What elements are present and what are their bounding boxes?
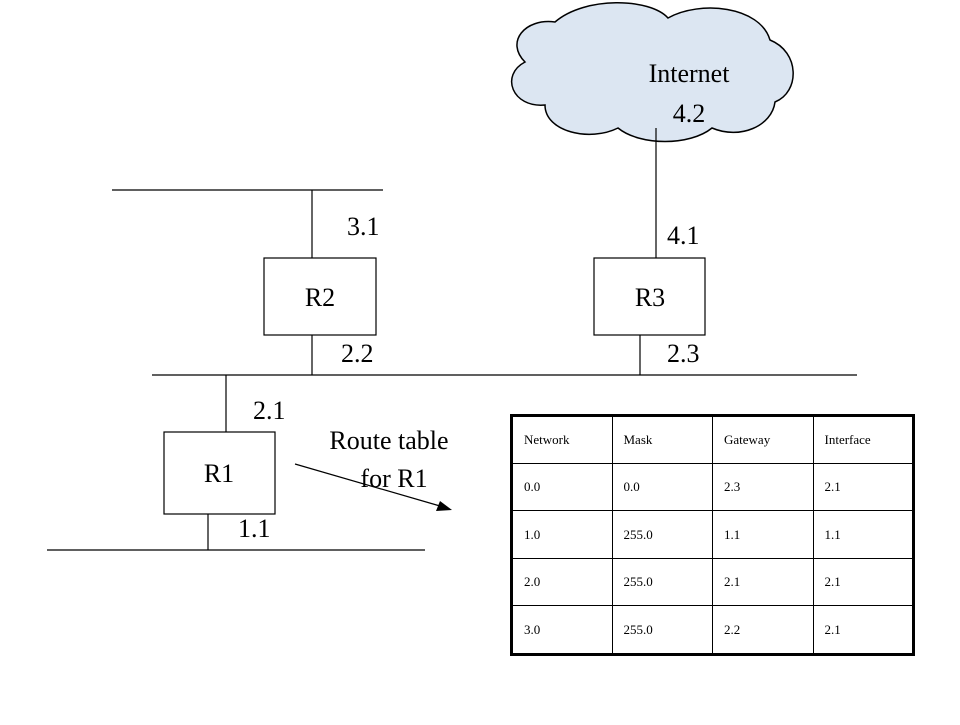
table-cell: 1.0	[511, 510, 613, 559]
annotation-line-1: Route table	[329, 426, 448, 455]
route-table-header: Mask	[611, 415, 713, 464]
table-cell: 2.0	[511, 557, 613, 607]
internet-cloud: Internet 4.2	[510, 2, 794, 143]
annotation-line-2: for R1	[360, 464, 427, 493]
table-row: 2.0 255.0 2.1 2.1	[511, 557, 914, 607]
cloud-address: 4.2	[673, 99, 706, 128]
router-r2: R2	[263, 257, 377, 336]
table-cell: 2.1	[812, 557, 914, 607]
route-table-header: Interface	[812, 415, 914, 464]
route-table-header: Gateway	[712, 415, 814, 464]
r2-interface-bottom-label: 2.2	[341, 339, 374, 368]
cloud-icon	[510, 2, 794, 143]
router-r3-label: R3	[635, 283, 665, 312]
table-row: 1.0 255.0 1.1 1.1	[511, 510, 914, 559]
annotation-arrow	[294, 463, 452, 511]
r1-interface-top-label: 2.1	[253, 396, 286, 425]
router-r2-label: R2	[305, 283, 335, 312]
table-cell: 2.1	[812, 605, 914, 655]
router-r3: R3	[593, 257, 706, 336]
table-cell: 0.0	[611, 462, 713, 512]
table-cell: 1.1	[812, 510, 914, 559]
r3-interface-top-label: 4.1	[667, 221, 700, 250]
table-cell: 1.1	[712, 510, 814, 559]
table-cell: 0.0	[511, 462, 613, 512]
router-r1: R1	[163, 431, 276, 515]
router-r1-box	[163, 431, 276, 515]
route-table: Network Mask Gateway Interface 0.0 0.0 2…	[510, 414, 915, 656]
router-r3-box	[593, 257, 706, 336]
table-cell: 255.0	[611, 557, 713, 607]
table-cell: 3.0	[511, 605, 613, 655]
router-r2-box	[263, 257, 377, 336]
table-row: 0.0 0.0 2.3 2.1	[511, 462, 914, 512]
arrowhead-icon	[436, 501, 452, 511]
r3-interface-bottom-label: 2.3	[667, 339, 700, 368]
table-cell: 2.2	[712, 605, 814, 655]
cloud-label: Internet	[649, 59, 731, 88]
r2-interface-top-label: 3.1	[347, 212, 380, 241]
r1-interface-bottom-label: 1.1	[238, 514, 271, 543]
table-cell: 255.0	[611, 510, 713, 559]
table-cell: 2.1	[812, 462, 914, 512]
table-cell: 255.0	[611, 605, 713, 655]
router-r1-label: R1	[204, 459, 234, 488]
table-cell: 2.3	[712, 462, 814, 512]
route-table-header-row: Network Mask Gateway Interface	[511, 415, 914, 464]
route-table-header: Network	[511, 415, 613, 464]
table-cell: 2.1	[712, 557, 814, 607]
table-row: 3.0 255.0 2.2 2.1	[511, 605, 914, 655]
